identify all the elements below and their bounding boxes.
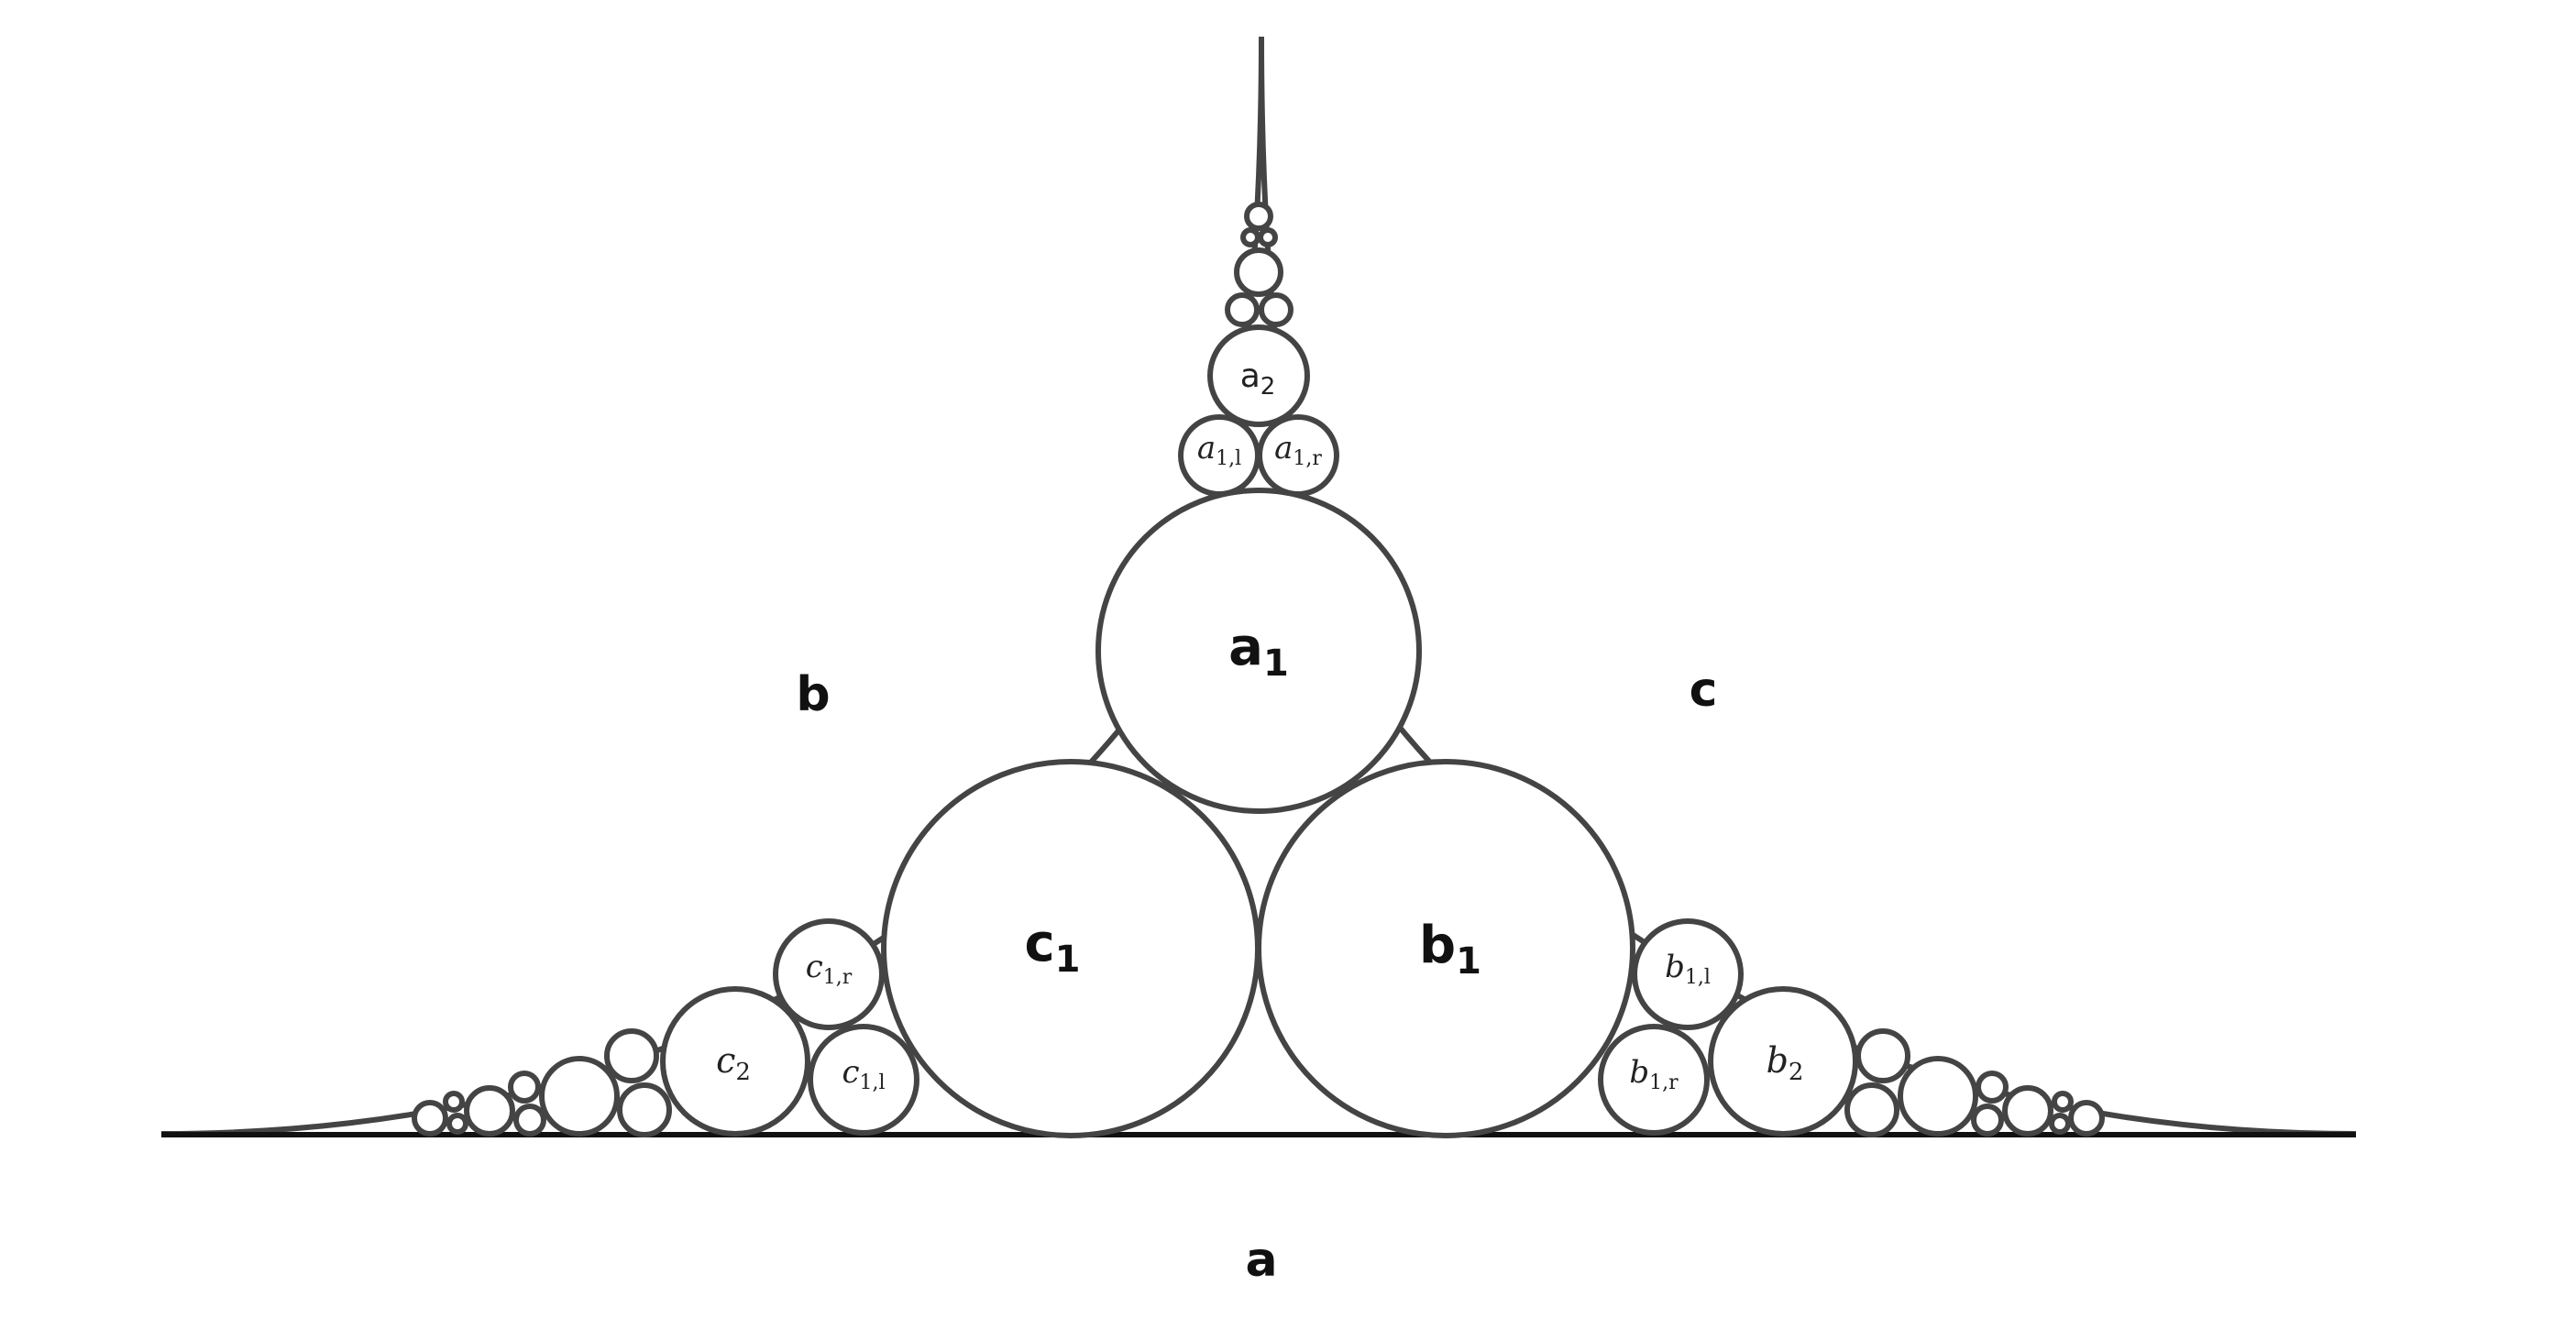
circle-b1-r (1598, 1024, 1710, 1136)
circle-b1 (1256, 759, 1635, 1138)
circle-left-small-bottom (617, 1082, 672, 1137)
circle-b1-l (1632, 918, 1744, 1030)
label-b1: b1 (1419, 916, 1481, 983)
circle-left-tiny-bottom (513, 1104, 546, 1137)
region-label-a: a (1245, 1233, 1277, 1288)
circle-b2 (1708, 986, 1858, 1137)
circle-a1-r (1257, 414, 1339, 497)
circle-right-end (2068, 1100, 2105, 1137)
circle-a2 (1207, 324, 1310, 427)
circle-apex-top (1244, 202, 1273, 231)
circle-right-micro-bottom (2049, 1113, 2071, 1135)
circle-c2 (660, 986, 810, 1137)
label-a1-l: a1,l (1197, 430, 1241, 470)
circle-right-tiny-bottom (1971, 1104, 2004, 1137)
circle-apex-tiny-r (1258, 227, 1278, 247)
circle-right-micro-top (2052, 1091, 2074, 1113)
circle-right-small (2002, 1085, 2053, 1137)
region-label-b: b (796, 667, 830, 722)
circle-apex-mid (1234, 247, 1283, 297)
label-a2: a2 (1240, 357, 1276, 401)
circle-left-end (412, 1100, 448, 1137)
circle-left-micro-top (443, 1091, 465, 1113)
circle-apex-small-r (1259, 292, 1294, 327)
label-a1-r: a1,r (1274, 430, 1322, 470)
circle-a1 (1095, 488, 1422, 814)
circle-left-small-top (604, 1028, 659, 1083)
circle-right-small-bottom (1844, 1082, 1899, 1137)
label-c2: c2 (716, 1040, 751, 1086)
circle-right-mid (1898, 1056, 1978, 1137)
label-b2: b2 (1767, 1040, 1804, 1086)
label-b1-l: b1,l (1665, 949, 1711, 989)
label-a1: a1 (1228, 618, 1289, 685)
label-c1-r: c1,r (806, 949, 853, 989)
circle-c1-l (808, 1024, 919, 1136)
label-c1: c1 (1024, 914, 1080, 981)
circle-right-tiny-top (1976, 1071, 2009, 1104)
circle-left-micro-bottom (446, 1113, 468, 1135)
circle-c1-r (773, 918, 885, 1030)
label-b1-r: b1,r (1629, 1054, 1679, 1094)
circle-apex-small-l (1225, 292, 1260, 327)
circle-left-small (464, 1085, 515, 1137)
circle-apex-tiny-l (1240, 227, 1260, 247)
region-label-c: c (1690, 663, 1718, 718)
label-c1-l: c1,l (842, 1054, 885, 1094)
circle-right-small-top (1855, 1028, 1910, 1083)
circle-left-mid (539, 1056, 620, 1137)
circle-left-tiny-top (508, 1071, 541, 1104)
